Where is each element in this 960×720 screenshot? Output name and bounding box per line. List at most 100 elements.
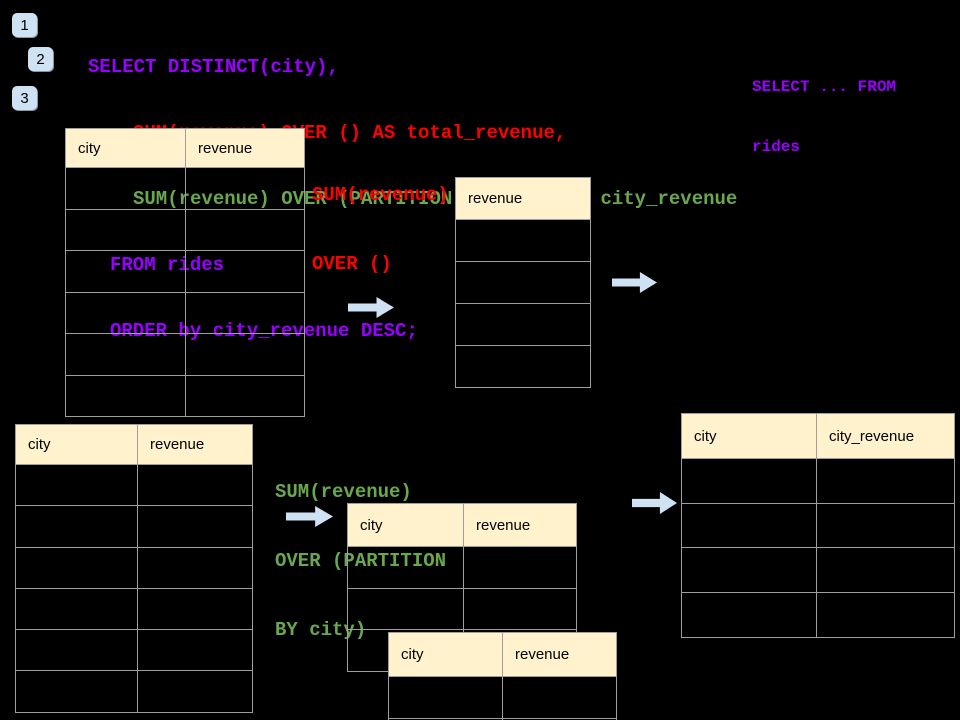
table-cell-empty — [456, 346, 590, 387]
column-header-city: city — [389, 633, 503, 676]
annotation-line: BY city) — [275, 619, 367, 641]
table-header-row: revenue — [456, 178, 590, 219]
table-row — [456, 345, 590, 387]
table-row — [389, 676, 616, 718]
column-header-city-revenue: city_revenue — [829, 427, 915, 445]
table-row — [456, 261, 590, 303]
table-header-row: city city_revenue — [682, 414, 954, 458]
sql-code-line: ORDER by city_revenue DESC; — [110, 320, 418, 342]
table-row — [66, 374, 304, 417]
table-cell-empty — [66, 168, 186, 209]
column-header-city: city — [682, 414, 817, 458]
table-cell-empty — [682, 548, 817, 593]
sql-code-line: FROM rides — [110, 254, 225, 276]
table-header-row: city revenue — [348, 504, 576, 546]
table-cell-empty — [186, 210, 304, 251]
table-row — [66, 208, 304, 251]
table-cell-empty — [186, 168, 304, 209]
table-body — [389, 676, 616, 720]
column-header-revenue: revenue — [198, 139, 253, 157]
table-cell-empty — [138, 630, 252, 670]
table-cell-empty — [16, 630, 138, 671]
table-header-row: city revenue — [16, 425, 252, 464]
table-cell-empty — [348, 547, 464, 588]
flow-arrow-icon — [632, 492, 677, 514]
table-row — [682, 502, 954, 548]
table-cell-empty — [16, 588, 138, 630]
column-header-revenue: revenue — [150, 436, 205, 453]
table-cell-empty — [456, 304, 590, 345]
table-cell-empty — [66, 251, 186, 292]
annotation-line: SUM(revenue) — [275, 481, 412, 503]
table-cell-empty — [138, 506, 252, 546]
table-cell-empty — [186, 334, 304, 375]
table-body — [16, 464, 252, 712]
column-header-revenue: revenue — [468, 190, 523, 207]
table-cell-empty — [138, 589, 252, 629]
table-cell-empty — [138, 671, 252, 711]
column-header-revenue: revenue — [476, 516, 531, 534]
table-cell-empty — [817, 459, 954, 503]
annotation-partition-by-city: SUM(revenue) OVER (PARTITION BY city) — [275, 435, 446, 688]
table-cell-empty — [16, 506, 138, 547]
table-row — [16, 464, 252, 506]
column-header-city: city — [66, 129, 186, 167]
table-total-revenue-result: revenue — [455, 177, 591, 388]
annotation-line: SUM(revenue) — [312, 184, 449, 206]
annotation-line: OVER (PARTITION — [275, 550, 447, 572]
table-cell-empty — [682, 503, 817, 548]
table-body — [456, 219, 590, 387]
table-cell-empty — [682, 593, 817, 637]
table-cell-empty — [348, 588, 464, 630]
table-cell-empty — [503, 677, 616, 718]
table-row — [66, 333, 304, 375]
table-city-revenue-result: city city_revenue — [681, 413, 955, 638]
table-row — [16, 546, 252, 588]
table-header-row: city revenue — [66, 129, 304, 167]
table-cell-empty — [66, 292, 186, 333]
table-cell-empty — [16, 465, 138, 506]
step-badge-1: 1 — [12, 13, 37, 37]
table-row — [682, 458, 954, 503]
table-cell-empty — [682, 459, 817, 503]
table-cell-empty — [456, 262, 590, 303]
table-cell-empty — [817, 504, 954, 548]
table-row — [66, 167, 304, 209]
table-cell-empty — [186, 251, 304, 292]
table-row — [16, 670, 252, 712]
table-row — [348, 587, 576, 630]
table-row — [682, 547, 954, 593]
table-row — [16, 629, 252, 671]
column-header-revenue: revenue — [515, 646, 570, 663]
table-header-row: city revenue — [389, 633, 616, 676]
table-partition-group-front: city revenue — [388, 632, 617, 720]
table-cell-empty — [456, 220, 590, 261]
annotation-line: OVER () — [312, 253, 392, 275]
step-badge-2: 2 — [28, 47, 53, 71]
table-cell-empty — [66, 334, 186, 375]
column-header-city: city — [348, 504, 464, 546]
table-row — [16, 505, 252, 547]
table-cell-empty — [186, 376, 304, 417]
table-cell-empty — [464, 589, 576, 630]
table-row — [682, 592, 954, 637]
table-body — [682, 458, 954, 637]
sql-code-line: SELECT DISTINCT(city), — [88, 56, 339, 78]
table-cell-empty — [817, 548, 954, 592]
table-cell-empty — [138, 465, 252, 505]
table-cell-empty — [389, 677, 503, 718]
table-row — [66, 250, 304, 292]
column-header-city: city — [16, 425, 138, 464]
table-row — [456, 303, 590, 345]
table-row — [66, 291, 304, 333]
table-body — [66, 167, 304, 416]
corner-note: SELECT ... FROM rides — [752, 37, 896, 197]
table-cell-empty — [16, 547, 138, 588]
table-cell-empty — [16, 671, 138, 712]
table-cell-empty — [464, 547, 576, 588]
table-cell-empty — [138, 548, 252, 588]
table-cell-empty — [66, 209, 186, 250]
table-row — [16, 587, 252, 630]
table-source-rides-top: city revenue — [65, 128, 305, 417]
